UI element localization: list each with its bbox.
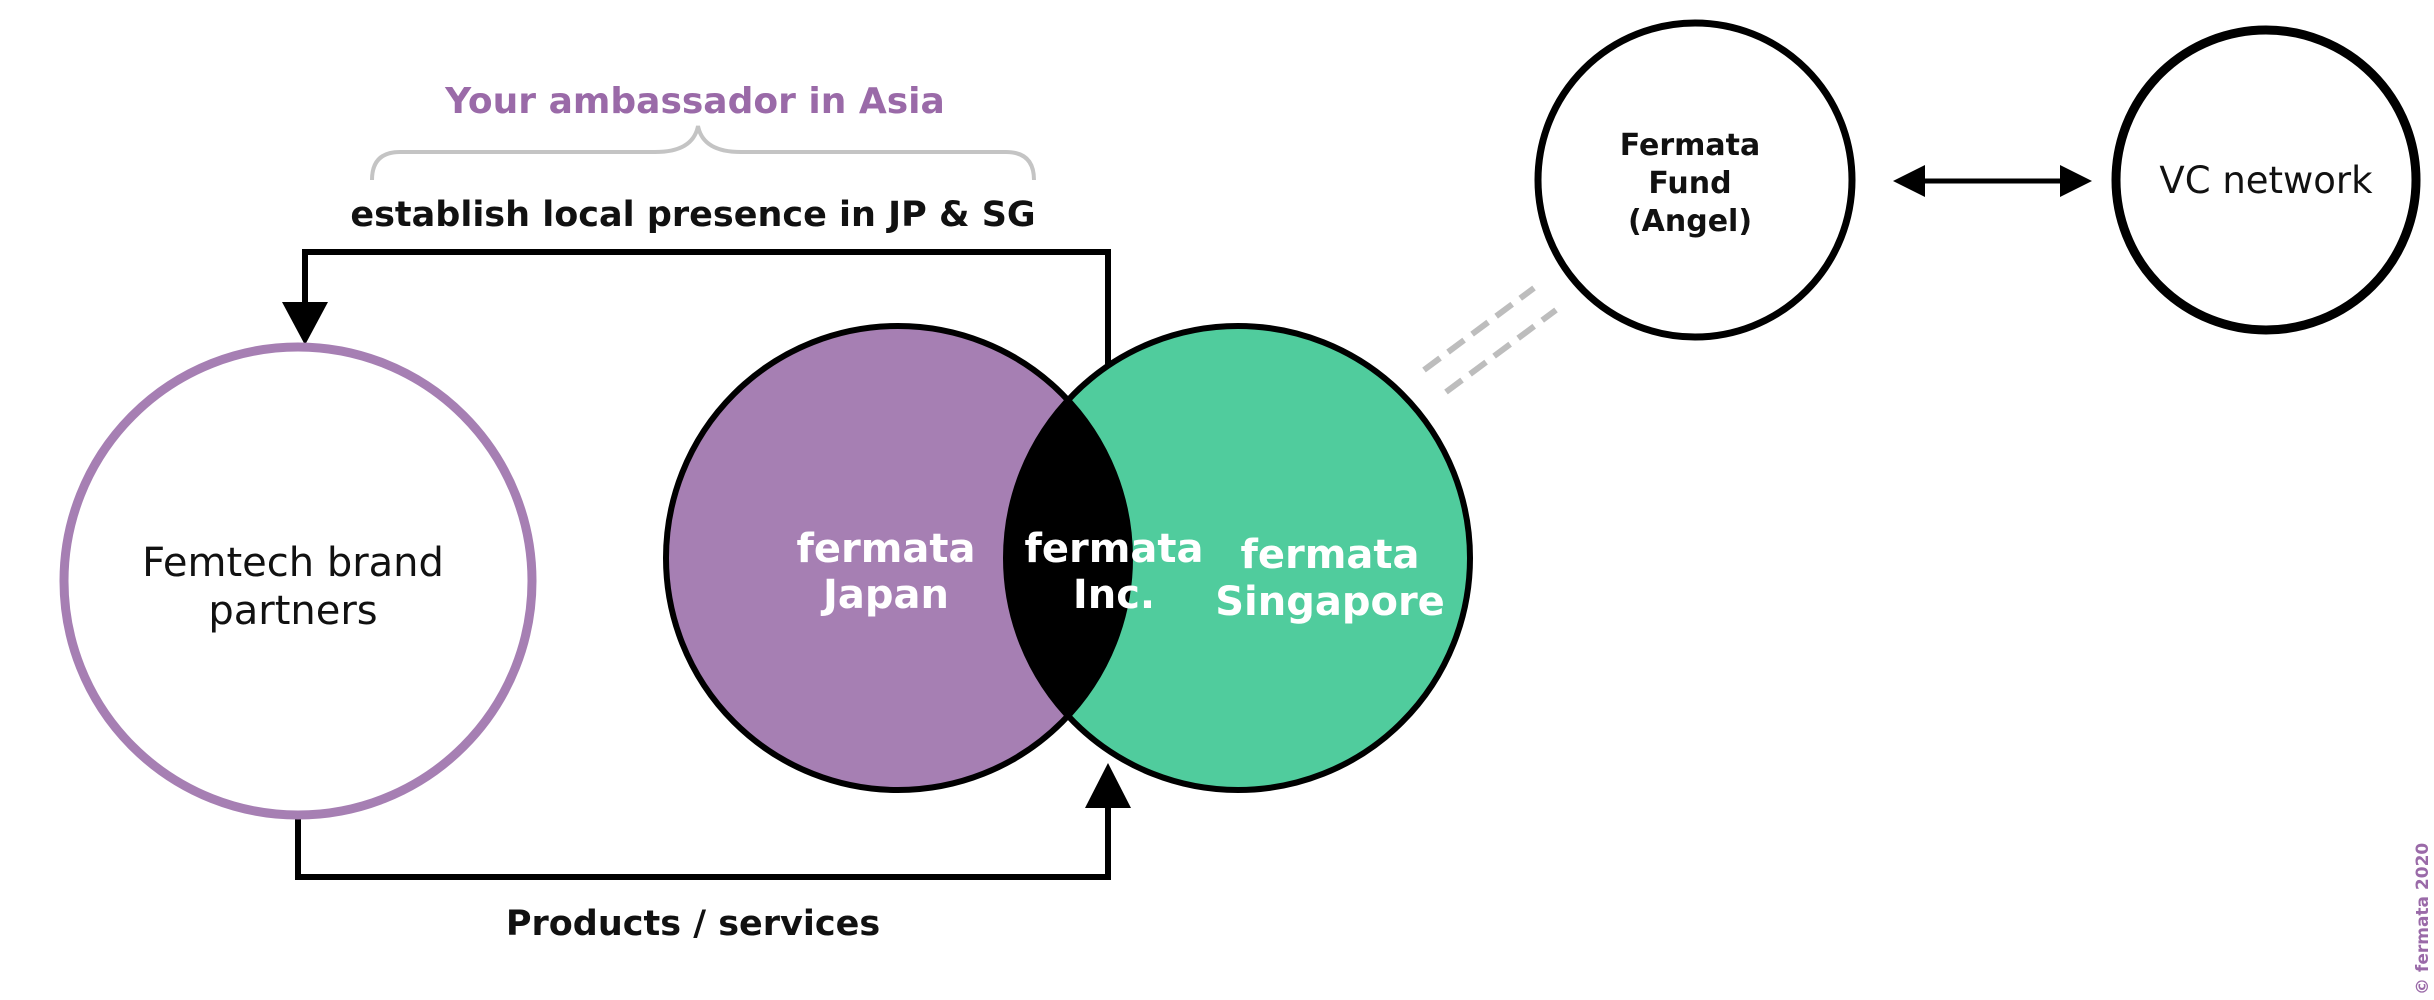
singapore-outline (1003, 323, 1473, 793)
japan-circle (666, 326, 1130, 790)
japan-label-line1: fermata (796, 526, 975, 572)
inc-label-line2: Inc. (1073, 572, 1155, 618)
fund-label-line3: (Angel) (1628, 204, 1752, 239)
singapore-label-line2: Singapore (1215, 579, 1445, 625)
establish-connector (302, 249, 1111, 375)
double-arrow-right-head (2060, 165, 2092, 197)
vc-network-label: VC network (2159, 159, 2373, 202)
inc-label-line1: fermata (1024, 526, 1203, 572)
ambassador-heading: Your ambassador in Asia (444, 81, 945, 122)
fund-dashed-link-1 (1422, 285, 1536, 373)
arrowhead-up (1085, 763, 1131, 808)
japan-label-line2: Japan (820, 572, 949, 618)
ambassador-brace (370, 125, 1036, 181)
copyright-text: © fermata 2020 (2413, 843, 2433, 995)
vc-network-circle (2111, 25, 2421, 335)
establish-label: establish local presence in JP & SG (350, 195, 1035, 235)
femtech-label-line1: Femtech brand (142, 540, 444, 586)
japan-outline (663, 323, 1133, 793)
fund-dashed-link-2 (1444, 307, 1558, 395)
arrowhead-down (282, 302, 328, 345)
fund-label-line1: Fermata (1620, 128, 1761, 163)
femtech-circle (59, 342, 537, 820)
femtech-label-line2: partners (208, 588, 377, 634)
products-label: Products / services (506, 904, 880, 944)
products-connector (295, 800, 1111, 880)
singapore-circle (1006, 326, 1470, 790)
double-arrow-left-head (1893, 165, 1925, 197)
fund-label-line2: Fund (1648, 166, 1731, 201)
fund-circle (1534, 19, 1856, 341)
singapore-label-line1: fermata (1240, 532, 1419, 578)
